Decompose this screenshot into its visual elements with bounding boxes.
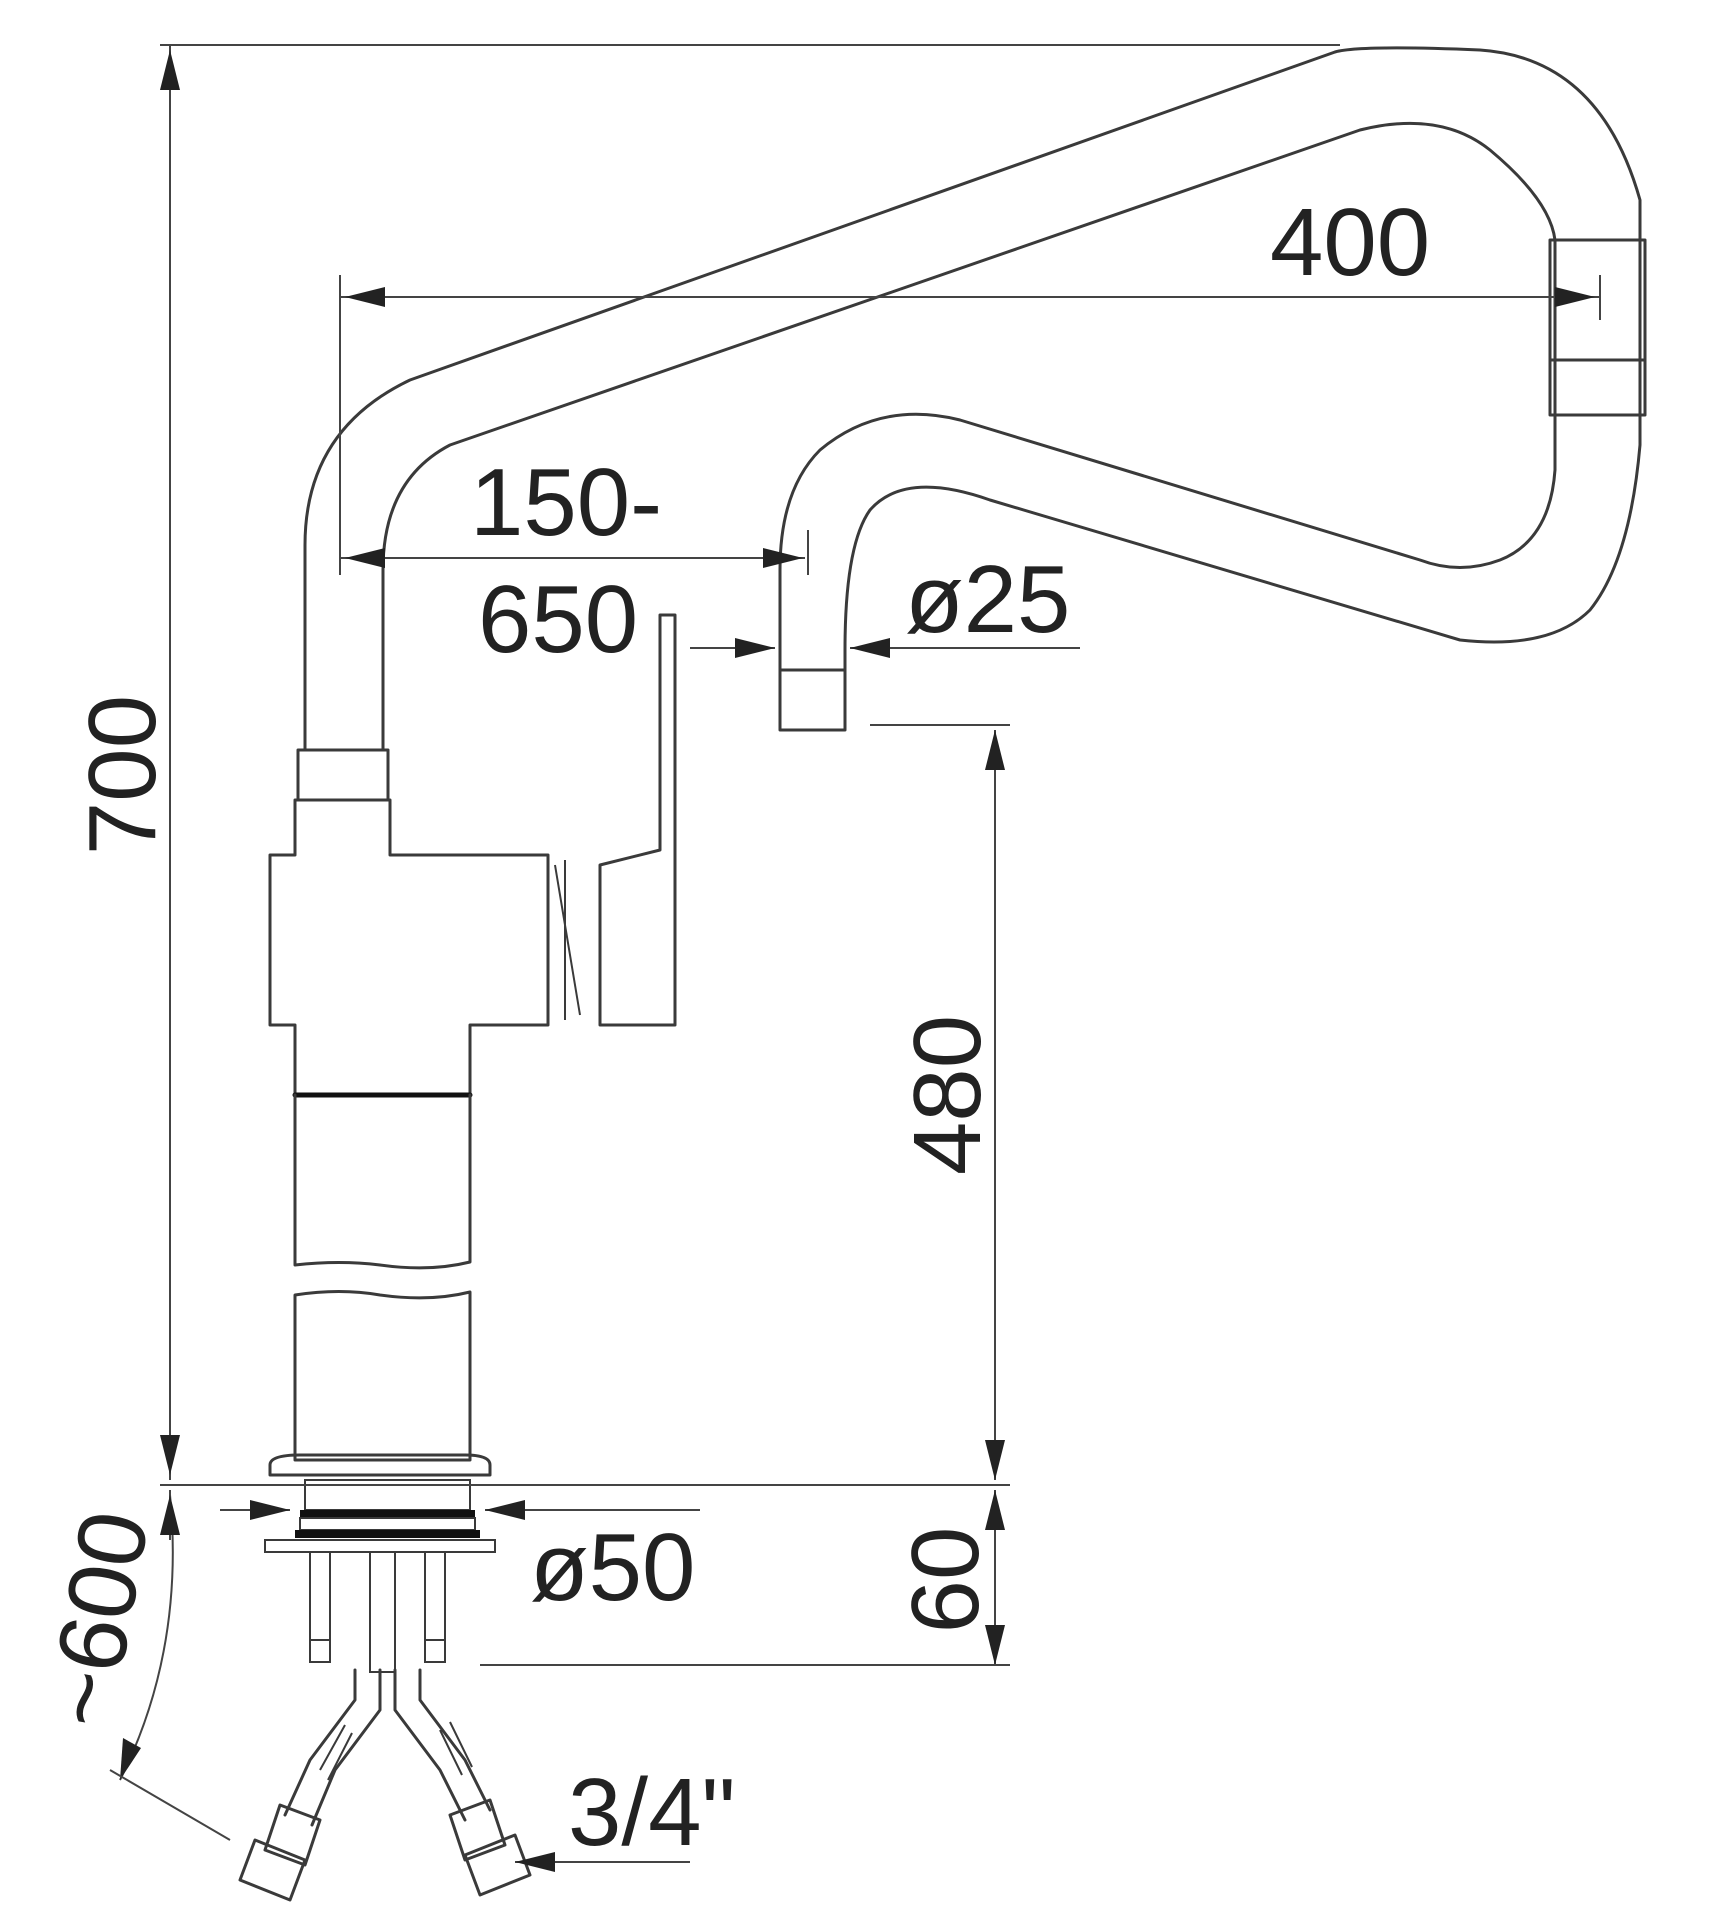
label-diameter-25: ø25 [905, 546, 1070, 653]
supply-hoses [238, 1668, 532, 1902]
label-650: 650 [478, 566, 638, 673]
label-400: 400 [1270, 189, 1430, 296]
label-diameter-50: ø50 [530, 1514, 695, 1621]
label-480: 480 [894, 1015, 1001, 1175]
mixer-body [268, 613, 677, 1462]
spout-outline [296, 46, 1647, 802]
label-600: ~600 [27, 1504, 170, 1736]
label-700: 700 [69, 695, 176, 855]
dimension-labels: 700 400 150- 650 ø25 480 ø50 60 ~600 3/4… [27, 189, 1431, 1866]
dimension-lines [109, 44, 1601, 1872]
label-3-4-inch: 3/4" [568, 1759, 736, 1866]
label-60: 60 [892, 1527, 999, 1634]
label-150: 150- [470, 449, 662, 556]
mounting-assembly [264, 1453, 496, 1673]
